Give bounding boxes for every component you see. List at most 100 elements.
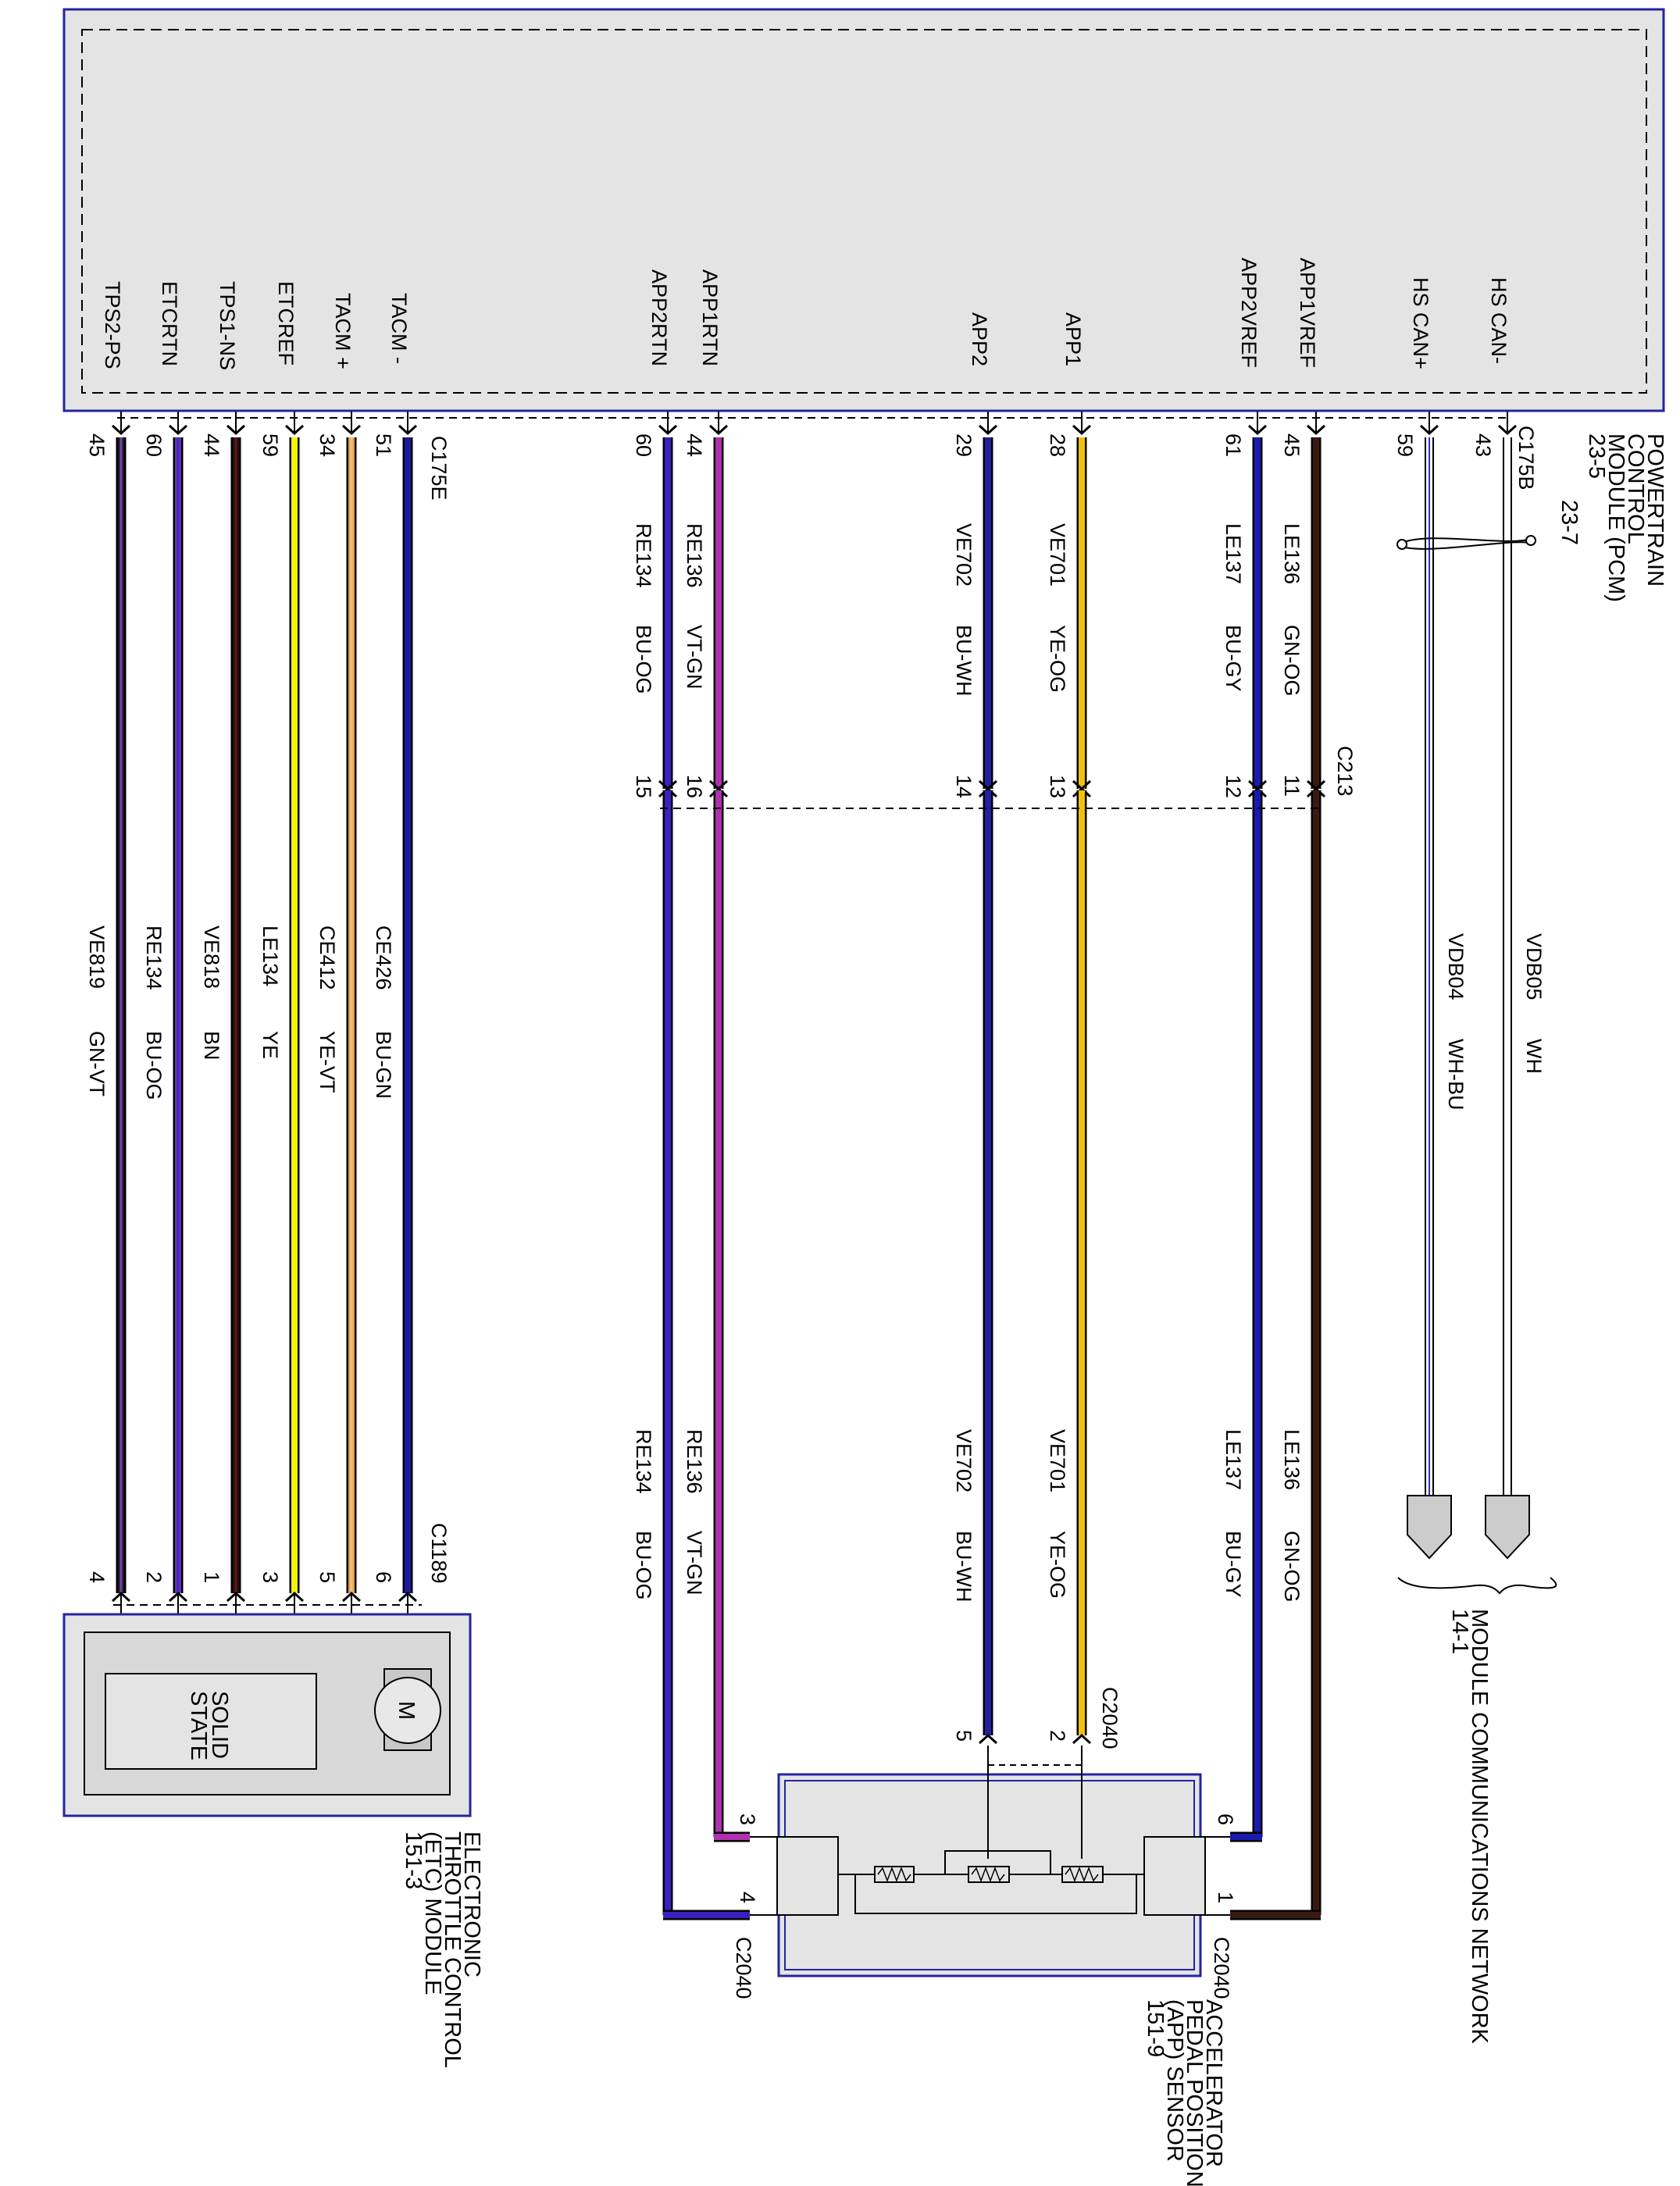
pcm-pin-label: TPS2-PS <box>101 281 124 369</box>
app-wire-end-pin: 1 <box>1214 1892 1237 1903</box>
twisted-pair-icon <box>1401 537 1532 550</box>
pcm-pin-label: HS CAN+ <box>1409 277 1432 369</box>
solid-state-label-2: STATE <box>186 1691 211 1760</box>
app-wire-color-bottom: GN-OG <box>1280 1531 1304 1603</box>
network-title-line: MODULE COMMUNICATIONS NETWORK <box>1467 1609 1492 2045</box>
app-title-line: ACCELERATOR <box>1201 1999 1226 2167</box>
c213-label: C213 <box>1333 746 1357 797</box>
app-wire-circuit-top: VE702 <box>952 523 976 587</box>
pcm-pin-number: 45 <box>85 433 109 457</box>
connector-arrow <box>658 779 678 791</box>
pcm-pin-number: 61 <box>1222 433 1245 457</box>
pcm-pin-number: 51 <box>372 433 395 457</box>
pcm-pin-label: APP2VREF <box>1237 258 1261 368</box>
connector-arrow <box>1072 1733 1092 1745</box>
c2040-right-label: C2040 <box>1210 1937 1233 1999</box>
network-brace <box>1397 1577 1557 1595</box>
pcm-pin-number: 60 <box>142 433 166 457</box>
pcm-pin-label: APP2RTN <box>647 269 671 366</box>
potentiometer-icon <box>1061 1866 1104 1883</box>
app-wire-inline-pin: 12 <box>1222 775 1245 798</box>
pcm-pin-label: APP1 <box>1061 312 1085 366</box>
etc-wires: VE819GN-VT4RE134BU-OG2VE818BN1LE134YE3CE… <box>85 437 418 1673</box>
app-wire-circuit-top: LE136 <box>1280 523 1304 584</box>
can-wire-circuit: VDB05 <box>1522 933 1546 1000</box>
pcm-pin-number: 34 <box>316 433 339 457</box>
can-connector-icon <box>1485 1495 1530 1560</box>
network-title-line: 14-1 <box>1447 1609 1472 1654</box>
app-wire-end-pin: 3 <box>736 1813 759 1825</box>
etc-wire-end-pin: 1 <box>200 1571 223 1583</box>
app-wire-circuit-top: RE134 <box>632 523 655 588</box>
pcm-connector-c175e: C175E <box>427 436 451 501</box>
app-wire-color-top: GN-OG <box>1280 625 1304 697</box>
app-wire-color-top: YE-OG <box>1046 625 1069 693</box>
pcm-pin-label: APP1VREF <box>1296 258 1319 368</box>
etc-wire-circuit: VE818 <box>200 925 223 989</box>
etc-wire-end-pin: 4 <box>85 1571 109 1583</box>
etc-wire-color: YE-VT <box>316 1031 339 1093</box>
app-wire-circuit-bottom: RE134 <box>632 1429 655 1494</box>
etc-title-line: ELECTRONIC <box>459 1831 484 1977</box>
pcm-title-line: POWERTRAIN <box>1643 433 1668 587</box>
can-connector-icon <box>1407 1495 1452 1560</box>
etc-wire-circuit: CE426 <box>372 925 395 990</box>
c2040-top-label: C2040 <box>1098 1687 1122 1749</box>
etc-title-line: 151-3 <box>401 1831 426 1889</box>
pcm-title-line: 23-5 <box>1584 433 1609 479</box>
app-wire-inline-pin: 11 <box>1280 775 1304 797</box>
app-sensor-left-block <box>776 1836 839 1916</box>
app-wire-circuit-bottom: VE701 <box>1046 1429 1069 1492</box>
pcm-title-line: MODULE (PCM) <box>1603 433 1628 602</box>
etc-wire-color: BN <box>200 1031 223 1061</box>
app-title-line: (APP) SENSOR <box>1162 1999 1187 2162</box>
etc-wire-circuit: LE134 <box>259 925 282 986</box>
pcm-pin-number: 44 <box>683 433 706 457</box>
can-wire-color: WH <box>1522 1039 1546 1074</box>
pcm-pin-number: 60 <box>632 433 655 457</box>
connector-arrow <box>708 779 729 791</box>
resistor-icon <box>874 1866 915 1883</box>
app-wire-inline-pin: 14 <box>952 775 976 798</box>
app-wire-circuit-bottom: LE137 <box>1222 1429 1245 1490</box>
solid-state-block <box>105 1673 317 1770</box>
pcm-pin-label: APP1RTN <box>698 269 722 366</box>
app-wire-inline-pin: 13 <box>1046 775 1069 798</box>
etc-wire-end-pin: 2 <box>142 1571 166 1583</box>
app-wire-inline-pin: 15 <box>632 775 655 798</box>
pcm-pin-label: HS CAN- <box>1487 277 1511 364</box>
twisted-pair-end <box>1396 539 1407 550</box>
pcm-module-inner-dashed <box>81 29 1647 394</box>
app-wire-color-top: BU-WH <box>952 625 976 696</box>
app-title-line: PEDAL POSITION <box>1182 1999 1207 2186</box>
connector-arrow <box>1247 779 1268 791</box>
etc-title-line: (ETC) MODULE <box>420 1831 445 1995</box>
motor-label: M <box>394 1701 419 1720</box>
app-wire-color-bottom: BU-GY <box>1222 1531 1245 1598</box>
app-wire-color-bottom: BU-WH <box>952 1531 976 1602</box>
potentiometer-icon <box>968 1866 1010 1883</box>
c2040-left-label: C2040 <box>732 1937 755 1999</box>
connector-arrow <box>978 1733 998 1745</box>
pcm-pin-number: 29 <box>952 433 976 457</box>
app-wire-circuit-top: LE137 <box>1222 523 1245 584</box>
app-wires: RE134BU-OGRE134BU-OG154RE136VT-GNRE136VT… <box>632 437 1326 1920</box>
pcm-module-box <box>62 8 1665 412</box>
pcm-title-line: CONTROL <box>1623 433 1648 544</box>
etc-wire-color: BU-OG <box>142 1031 166 1100</box>
pcm-pin-number: 45 <box>1280 433 1304 457</box>
app-wire-inline-pin: 16 <box>683 775 706 798</box>
etc-wire-end-pin: 5 <box>316 1571 339 1583</box>
etc-wire-circuit: CE412 <box>316 925 339 990</box>
etc-wire-circuit: RE134 <box>142 925 166 990</box>
can-wire-color: WH-BU <box>1444 1039 1468 1110</box>
app-wire-circuit-top: VE701 <box>1046 523 1069 587</box>
pcm-connector-c175b: C175B <box>1514 426 1538 490</box>
pcm-pin-label: APP2 <box>968 312 991 366</box>
app-wire-color-bottom: VT-GN <box>683 1531 706 1596</box>
